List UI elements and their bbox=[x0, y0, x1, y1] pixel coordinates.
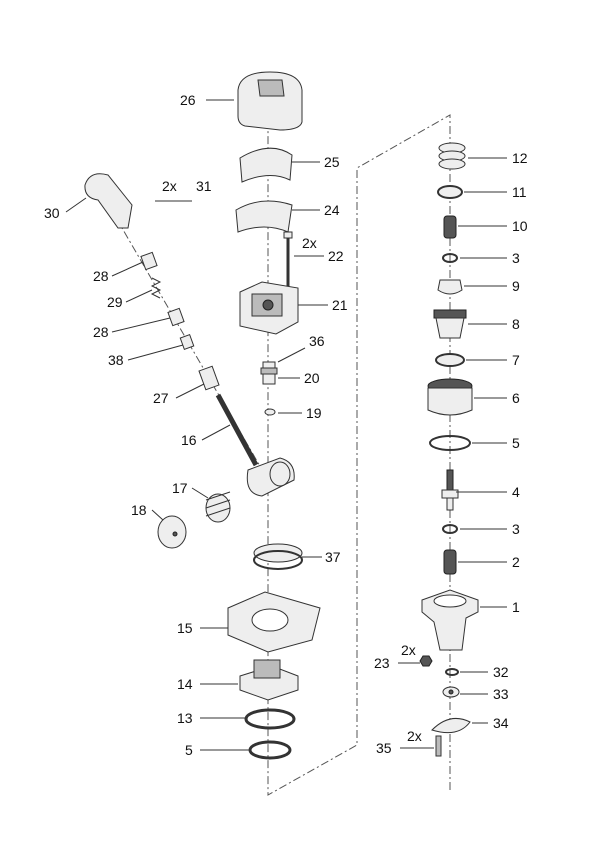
part-3-ring-lower bbox=[442, 524, 458, 534]
label-35: 35 bbox=[376, 740, 392, 756]
part-25-shell bbox=[239, 147, 293, 183]
label-30: 30 bbox=[44, 205, 60, 221]
label-24: 24 bbox=[324, 202, 340, 218]
part-27-guide bbox=[198, 365, 220, 391]
label-19: 19 bbox=[306, 405, 322, 421]
assembly-axis-line bbox=[267, 114, 451, 796]
label-9: 9 bbox=[512, 278, 520, 294]
part-29-spring bbox=[150, 277, 162, 299]
part-19-ring bbox=[264, 408, 276, 416]
label-14: 14 bbox=[177, 676, 193, 692]
label-15: 15 bbox=[177, 620, 193, 636]
part-4-valve-stem bbox=[441, 469, 459, 511]
part-28-bushing bbox=[140, 251, 158, 271]
part-33-fitting bbox=[442, 686, 460, 698]
label-1: 1 bbox=[512, 599, 520, 615]
part-6-cylinder bbox=[427, 378, 473, 416]
label-3a: 3 bbox=[512, 250, 520, 266]
part-35-screw bbox=[435, 735, 442, 757]
label-26: 26 bbox=[180, 92, 196, 108]
part-34-clamp bbox=[431, 717, 471, 734]
label-36: 36 bbox=[309, 333, 325, 349]
label-3b: 3 bbox=[512, 521, 520, 537]
label-4: 4 bbox=[512, 484, 520, 500]
label-38: 38 bbox=[108, 352, 124, 368]
leader-line-16 bbox=[201, 424, 231, 441]
label-29: 29 bbox=[107, 294, 123, 310]
part-16-cam bbox=[246, 457, 295, 497]
label-7: 7 bbox=[512, 352, 520, 368]
part-28-bushing-lower bbox=[167, 307, 185, 327]
part-32-ring bbox=[445, 668, 459, 676]
label-5b: 5 bbox=[512, 435, 520, 451]
label-8: 8 bbox=[512, 316, 520, 332]
label-37: 37 bbox=[325, 549, 341, 565]
part-30-handle bbox=[84, 173, 133, 229]
part-7-washer bbox=[435, 353, 465, 367]
label-18: 18 bbox=[131, 502, 147, 518]
part-23-nut bbox=[419, 655, 433, 667]
label-5a: 5 bbox=[185, 742, 193, 758]
label-28a: 28 bbox=[93, 268, 109, 284]
label-10: 10 bbox=[512, 218, 528, 234]
part-37-spring-ring bbox=[253, 543, 303, 570]
label-20: 20 bbox=[304, 370, 320, 386]
label-21: 21 bbox=[332, 297, 348, 313]
part-22-screw bbox=[283, 231, 293, 288]
leader-line-17 bbox=[191, 487, 209, 499]
leader-line-30 bbox=[65, 197, 87, 213]
part-5-o-ring bbox=[248, 740, 292, 760]
part-5-o-ring-right bbox=[429, 435, 471, 451]
part-38-washer bbox=[179, 334, 195, 350]
label-11: 11 bbox=[512, 184, 527, 200]
label-32: 32 bbox=[493, 664, 509, 680]
label-22q: 2x bbox=[302, 235, 317, 251]
label-17: 17 bbox=[172, 480, 188, 496]
part-21-housing bbox=[239, 281, 299, 335]
part-24-shell bbox=[235, 200, 293, 233]
leader-lines bbox=[65, 99, 507, 751]
label-25: 25 bbox=[324, 154, 340, 170]
part-8-nut bbox=[433, 309, 467, 339]
part-20-fitting bbox=[260, 361, 278, 385]
label-13: 13 bbox=[177, 710, 193, 726]
label-16: 16 bbox=[181, 432, 197, 448]
part-2-spring bbox=[443, 549, 457, 575]
label-27: 27 bbox=[153, 390, 169, 406]
label-31q: 2x bbox=[162, 178, 177, 194]
label-33: 33 bbox=[493, 686, 509, 702]
leader-line-28b bbox=[111, 317, 171, 333]
part-15-plate bbox=[227, 591, 321, 653]
label-28b: 28 bbox=[93, 324, 109, 340]
label-31: 31 bbox=[196, 178, 212, 194]
part-18-knob bbox=[157, 515, 187, 549]
leader-line-29 bbox=[125, 289, 153, 303]
label-34: 34 bbox=[493, 715, 509, 731]
part-3-ring bbox=[442, 253, 458, 263]
label-22: 22 bbox=[328, 248, 344, 264]
part-13-o-ring bbox=[244, 708, 296, 730]
part-12-spring bbox=[438, 142, 466, 170]
part-11-washer bbox=[437, 185, 463, 199]
label-23q: 2x bbox=[401, 642, 416, 658]
part-1-body bbox=[421, 589, 479, 651]
leader-line-38 bbox=[127, 344, 184, 361]
label-12: 12 bbox=[512, 150, 528, 166]
part-16-shaft bbox=[215, 393, 259, 467]
part-14-valve-block bbox=[239, 659, 299, 701]
leader-line-36 bbox=[277, 347, 306, 363]
leader-line-28a bbox=[111, 261, 144, 277]
leader-line-27 bbox=[175, 383, 205, 399]
part-10-spring bbox=[443, 215, 457, 239]
label-2: 2 bbox=[512, 554, 520, 570]
part-17-spring bbox=[205, 491, 231, 523]
label-35q: 2x bbox=[407, 728, 422, 744]
part-9-valve-seat bbox=[437, 279, 463, 295]
leader-line-18 bbox=[151, 509, 164, 521]
label-6: 6 bbox=[512, 390, 520, 406]
label-23: 23 bbox=[374, 655, 390, 671]
part-26-cover bbox=[237, 71, 303, 131]
